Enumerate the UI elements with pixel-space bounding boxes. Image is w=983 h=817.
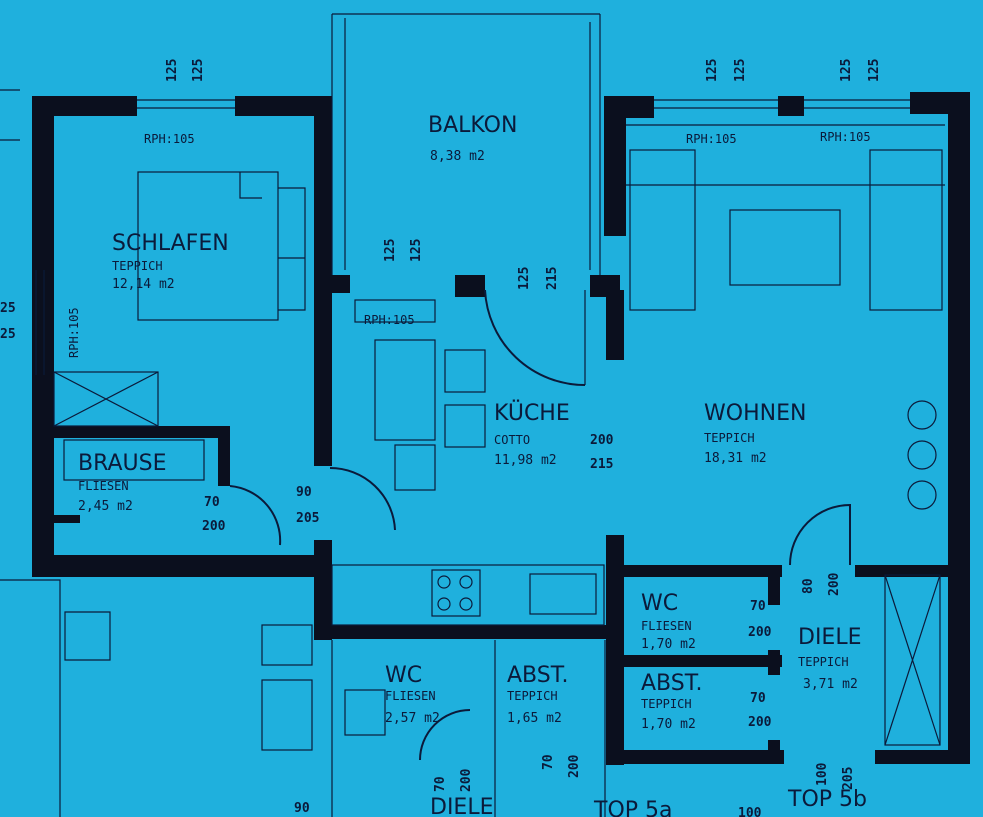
rph-schlafen-left: RPH:105 [67,307,81,358]
dim-wc5b-door-a: 70 [750,599,766,614]
dim-abst5b-door-a: 70 [750,691,766,706]
dim-schlafen-door-a: 90 [296,485,312,500]
dim-kueche-wohnen-b: 215 [590,457,613,472]
room-kueche-floor: COTTO [494,433,530,447]
dim-wohnen-door-a: 80 [801,578,816,594]
dim-schlafen-window-b: 125 [191,59,206,82]
room-abst-5a-floor: TEPPICH [507,689,558,703]
dim-entrance-5b-b: 205 [841,767,856,790]
room-wohnen-area: 18,31 m2 [704,451,767,466]
rph-schlafen-top: RPH:105 [144,132,195,146]
room-abst-5a-area: 1,65 m2 [507,711,562,726]
room-schlafen-floor: TEPPICH [112,259,163,273]
dim-wc5a-door-a: 70 [433,776,448,792]
dim-kueche-wohnen-a: 200 [590,433,614,448]
room-schlafen-area: 12,14 m2 [112,277,175,292]
room-abst-5b-name: ABST. [641,671,703,696]
room-wohnen-name: WOHNEN [704,401,806,426]
room-brause-name: BRAUSE [78,451,167,476]
dim-brause-door-a: 70 [204,495,220,510]
room-diele-5b-floor: TEPPICH [798,655,849,669]
dim-left-a: 25 [0,301,16,316]
walls [32,92,970,765]
dim-schlafen-door-b: 205 [296,511,319,526]
room-brause-floor: FLIESEN [78,479,129,493]
rph-wohnen-window-1: RPH:105 [686,132,737,146]
dim-wohnen-window-b: 125 [733,59,748,82]
room-balkon-area: 8,38 m2 [430,149,485,164]
dim-kueche-window-a: 125 [383,239,398,262]
rph-kueche-window: RPH:105 [364,313,415,327]
dim-wohnen-window-c: 125 [839,59,854,82]
dimension-labels: 125 125 125 125 125 215 125 125 125 125 … [0,59,882,817]
dim-wohnen-door-b: 200 [827,572,842,596]
room-wc-5b-area: 1,70 m2 [641,637,696,652]
room-wc-5b-name: WC [641,591,678,616]
room-wc-5a-floor: FLIESEN [385,689,436,703]
room-abst-5a-name: ABST. [507,663,569,688]
detail-lines [0,13,945,817]
room-wc-5b-floor: FLIESEN [641,619,692,633]
unit-top-5a: TOP 5a [593,798,673,817]
room-kueche-area: 11,98 m2 [494,453,557,468]
room-balkon-name: BALKON [428,113,517,138]
dim-wohnen-window-d: 125 [867,59,882,82]
room-abst-5b-floor: TEPPICH [641,697,692,711]
room-diele-5b-area: 3,71 m2 [803,677,858,692]
dim-entrance-5b-a: 100 [815,762,830,786]
dim-balkon-door-a: 125 [517,267,532,290]
dim-abst5b-door-b: 200 [748,715,772,730]
dim-schlafen-window-a: 125 [165,59,180,82]
dim-abst5a-door-b: 200 [567,754,582,778]
dim-wohnen-window-a: 125 [705,59,720,82]
dim-diele5a-a: 90 [294,801,310,816]
dim-top5a-b: 100 [738,806,762,817]
dim-left-b: 25 [0,327,16,342]
room-kueche-name: KÜCHE [494,400,570,426]
room-wohnen-floor: TEPPICH [704,431,755,445]
dim-wc5a-door-b: 200 [459,768,474,792]
dim-kueche-window-b: 125 [409,239,424,262]
dim-wc5b-door-b: 200 [748,625,772,640]
room-brause-area: 2,45 m2 [78,499,133,514]
room-diele-5a-name: DIELE [430,795,494,817]
room-schlafen-name: SCHLAFEN [112,231,229,256]
dim-brause-door-b: 200 [202,519,226,534]
dim-balkon-door-b: 215 [545,267,560,290]
dim-abst5a-door-a: 70 [541,754,556,770]
room-abst-5b-area: 1,70 m2 [641,717,696,732]
rph-wohnen-window-2: RPH:105 [820,130,871,144]
unit-top-5b: TOP 5b [787,787,867,812]
room-wc-5a-name: WC [385,663,422,688]
room-wc-5a-area: 2,57 m2 [385,711,440,726]
room-diele-5b-name: DIELE [798,625,862,650]
